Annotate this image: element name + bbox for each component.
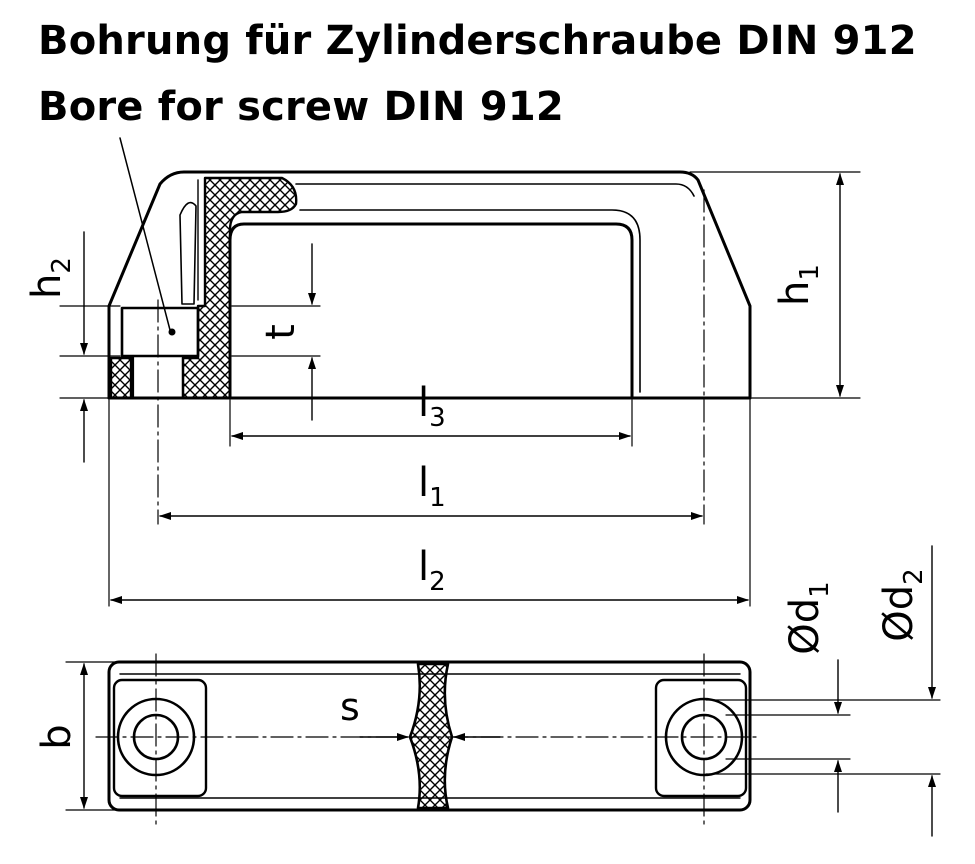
label-s: s bbox=[340, 685, 360, 729]
label-b: b bbox=[34, 724, 80, 749]
counterbore bbox=[120, 306, 200, 358]
label-h2: h2 bbox=[24, 257, 77, 299]
top-view bbox=[65, 545, 941, 837]
handle-inner-line-2 bbox=[299, 209, 641, 393]
label-d1: Ød1 bbox=[782, 581, 835, 654]
label-l1: l1 bbox=[418, 460, 446, 513]
hatched-lower-left bbox=[109, 356, 133, 400]
handle-inner-line bbox=[295, 183, 695, 197]
hatched-middle bbox=[408, 662, 454, 810]
hatched-insert bbox=[181, 176, 298, 400]
label-d2: Ød2 bbox=[876, 568, 929, 641]
side-view bbox=[59, 137, 861, 607]
svg-text:Ød1: Ød1 bbox=[782, 581, 835, 654]
label-h1: h1 bbox=[772, 264, 825, 306]
svg-text:h2: h2 bbox=[24, 257, 77, 299]
svg-text:b: b bbox=[34, 724, 80, 749]
svg-text:Ød2: Ød2 bbox=[876, 568, 929, 641]
label-l3: l3 bbox=[418, 380, 446, 433]
handle-top-outline bbox=[107, 660, 752, 812]
title-german: Bohrung für Zylinderschraube DIN 912 bbox=[38, 18, 917, 64]
left-slot bbox=[179, 201, 197, 305]
svg-text:t: t bbox=[258, 324, 304, 340]
label-l2: l2 bbox=[418, 544, 446, 597]
title-english: Bore for screw DIN 912 bbox=[38, 84, 564, 130]
label-t: t bbox=[258, 324, 304, 340]
svg-text:h1: h1 bbox=[772, 264, 825, 306]
